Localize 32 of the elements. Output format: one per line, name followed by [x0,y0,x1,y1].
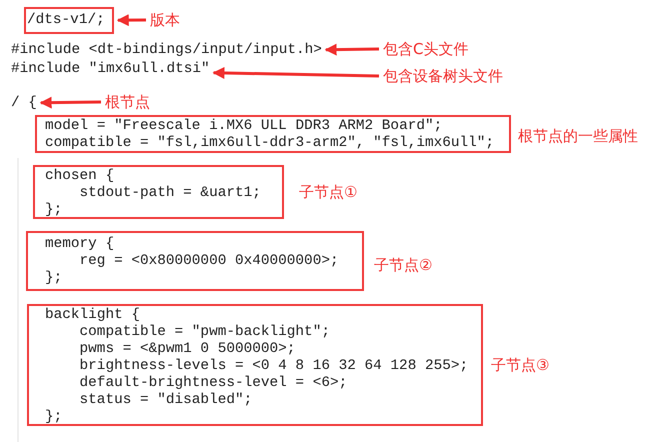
code-line: backlight { [45,307,140,324]
code-line: memory { [45,236,114,253]
code-line: compatible = "pwm-backlight"; [80,324,330,341]
code-line: #include "imx6ull.dtsi" [11,61,210,78]
annotation-label: 子节点③ [491,356,550,374]
code-line: /dts-v1/; [27,12,105,29]
code-line: #include <dt-bindings/input/input.h> [11,42,322,59]
code-line: default-brightness-level = <6>; [80,375,348,392]
annotation-label: 包含设备树头文件 [383,67,503,85]
highlight-box [24,7,114,34]
code-line: / { [11,95,37,112]
code-line: pwms = <&pwm1 0 5000000>; [80,341,296,358]
code-line: }; [45,202,62,219]
code-line: brightness-levels = <0 4 8 16 32 64 128 255>; [80,358,468,375]
annotation-label: 包含C头文件 [383,40,468,58]
arrow [116,14,146,26]
annotation-label: 版本 [150,11,180,29]
code-line: status = "disabled"; [80,392,252,409]
code-line: model = "Freescale i.MX6 ULL DDR3 ARM2 Board"; [45,118,442,135]
arrow [40,96,102,109]
code-line: }; [45,270,62,287]
code-line: chosen { [45,168,114,185]
code-line: reg = <0x80000000 0x40000000>; [80,253,339,270]
arrow [212,66,380,79]
arrow [324,44,380,56]
annotation-label: 子节点② [374,256,432,274]
code-line: stdout-path = &uart1; [80,185,261,202]
annotation-label: 根节点的一些属性 [518,127,638,145]
annotation-label: 根节点 [105,93,150,111]
code-line: }; [45,409,62,426]
annotation-label: 子节点① [299,183,358,201]
code-line: compatible = "fsl,imx6ull-ddr3-arm2", "fsl,imx6ull"; [45,135,494,152]
